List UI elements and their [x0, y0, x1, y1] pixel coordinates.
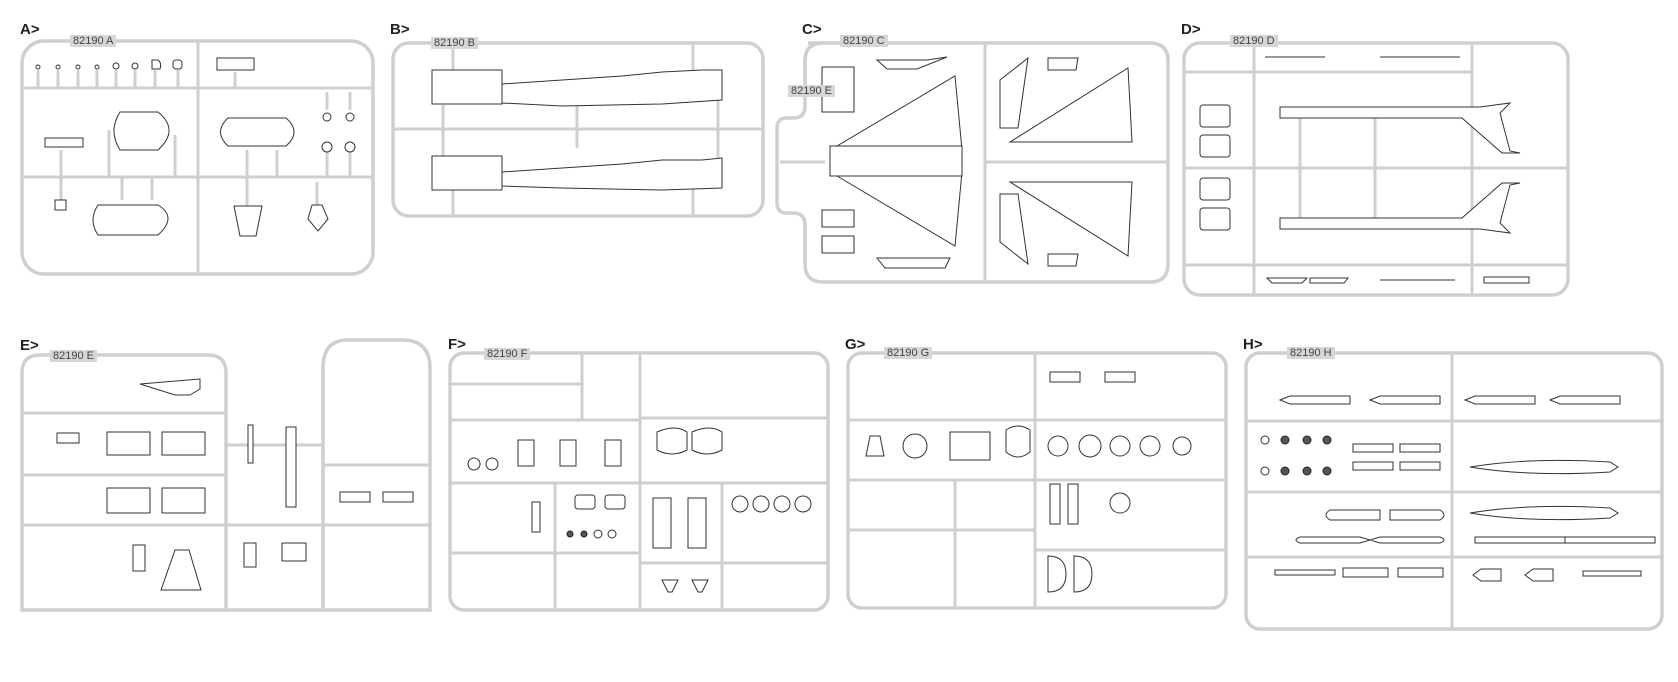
- sprue-d-code: 82190 D: [1230, 35, 1278, 47]
- sprue-d: [1182, 41, 1570, 297]
- sprue-a-code: 82190 A: [70, 35, 117, 47]
- sprue-h: [1244, 351, 1664, 631]
- sprue-c-extra-code: 82190 E: [788, 85, 835, 97]
- sprue-h-letter: H>: [1243, 336, 1263, 353]
- sprue-f-parts: [467, 427, 812, 593]
- sprue-c-parts: [821, 56, 1133, 269]
- sprue-d-letter: D>: [1181, 21, 1201, 38]
- sprue-c-frame: [775, 41, 1170, 284]
- sprue-e: [20, 338, 432, 612]
- sprue-e-code: 82190 E: [50, 350, 97, 362]
- sprue-c-letter: C>: [802, 21, 822, 38]
- sprue-e-frame: [20, 338, 432, 612]
- sprue-g-code: 82190 G: [884, 347, 933, 359]
- sprue-c: [775, 41, 1170, 284]
- sprue-b-letter: B>: [390, 21, 410, 38]
- sprue-c-code: 82190 C: [840, 35, 888, 47]
- sprue-e-letter: E>: [20, 337, 39, 354]
- sprue-b: [391, 41, 765, 218]
- sprue-a-letter: A>: [20, 21, 40, 38]
- sprue-a-parts: [35, 57, 356, 237]
- sprue-f-letter: F>: [448, 336, 466, 353]
- sprue-g-parts: [865, 371, 1192, 593]
- sprue-g: [846, 351, 1228, 610]
- sprue-b-code: 82190 B: [431, 37, 478, 49]
- sprue-h-code: 82190 H: [1287, 347, 1335, 359]
- sprue-e-parts: [56, 378, 414, 591]
- sprue-a: [20, 39, 375, 276]
- sprue-b-parts: [431, 69, 723, 191]
- sprue-g-letter: G>: [845, 336, 866, 353]
- sprue-d-parts: [1199, 56, 1530, 284]
- sprue-f-code: 82190 F: [484, 348, 531, 360]
- sprue-h-parts: [1260, 395, 1656, 582]
- sprue-f: [448, 351, 830, 612]
